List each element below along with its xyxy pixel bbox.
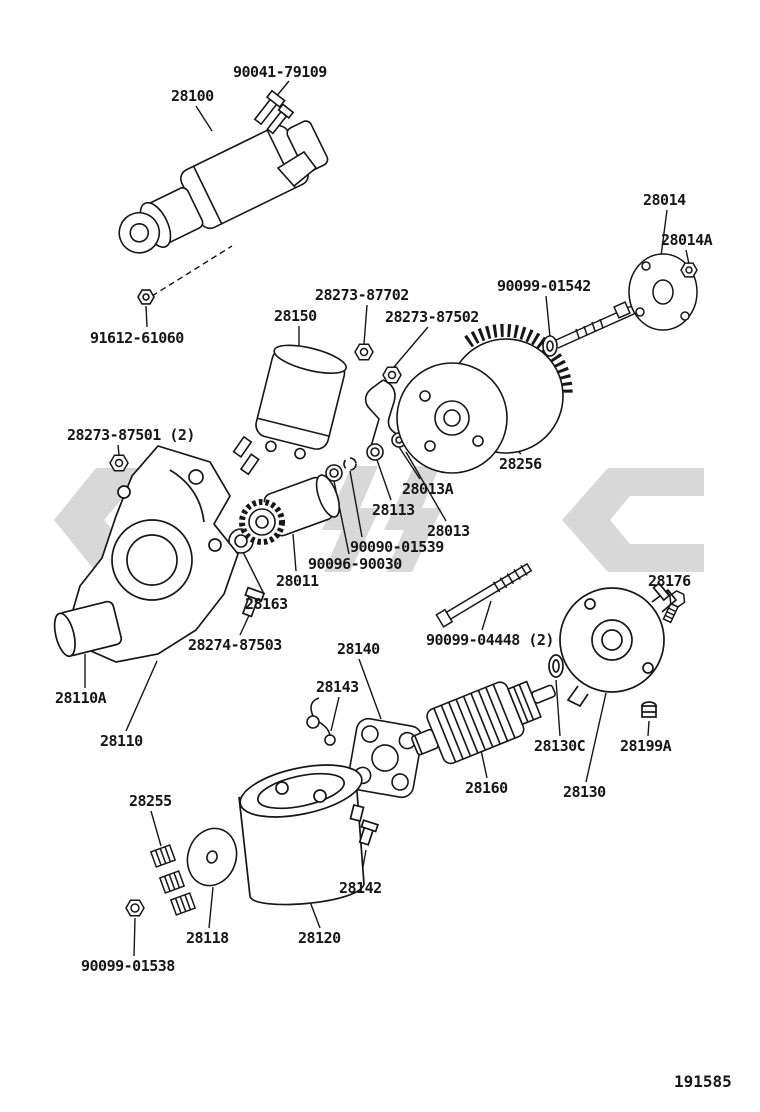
part-label-28013A: 28013A [402,480,454,498]
part-28143-brush-drawing [306,697,336,746]
part-91612-61060-bolt-drawing [137,289,155,305]
part-label-28113: 28113 [372,501,415,519]
part-28110A-nose-drawing [53,600,123,658]
part-label-90099-01538: 90099-01538 [81,957,175,975]
part-label-28150: 28150 [274,307,317,325]
part-28110-drive-housing-drawing [53,445,266,663]
part-28130C-sleeve-drawing [548,654,564,678]
part-label-28273-87702: 28273-87702 [315,286,409,304]
part-label-28100: 28100 [171,87,214,105]
part-label-28163: 28163 [245,595,288,613]
part-28130-end-frame-drawing [548,582,678,718]
part-label-28110: 28110 [100,732,143,750]
part-label-28142: 28142 [339,879,382,897]
part-label-28255: 28255 [129,792,172,810]
part-28014A-nut-drawing [680,262,698,278]
part-label-90099-01542: 90099-01542 [497,277,591,295]
part-90099-01538-nut-drawing [125,899,145,917]
part-label-28014: 28014 [643,191,686,209]
part-28274-87503-bolt-drawing [241,586,266,618]
part-label-28014A: 28014A [661,231,713,249]
part-28014-end-frame-drawing [555,253,698,349]
part-28011-clutch-drawing [239,474,341,545]
part-28100-starter-assembly-drawing [118,89,329,305]
part-28256-field-frame-drawing [396,323,573,474]
part-label-28274-87503: 28274-87503 [188,636,282,654]
part-label-28118: 28118 [186,929,229,947]
part-label-91612-61060: 91612-61060 [90,329,184,347]
part-label-28110A: 28110A [55,689,107,707]
part-label-28140: 28140 [337,640,380,658]
part-label-90096-90030: 90096-90030 [308,555,402,573]
part-28255-rollers-drawing [149,844,197,916]
part-label-90099-04448: 90099-04448 (2) [426,631,554,649]
part-label-28130: 28130 [563,783,606,801]
part-90099-01542-washer-drawing [542,335,558,357]
part-label-90041-79109: 90041-79109 [233,63,327,81]
part-90041-79109-bolts-drawing [253,89,295,135]
part-label-28273-87501: 28273-87501 (2) [67,426,195,444]
part-label-28130C: 28130C [534,737,586,755]
part-label-28011: 28011 [276,572,319,590]
part-label-28013: 28013 [427,522,470,540]
part-label-28273-87502: 28273-87502 [385,308,479,326]
part-label-28256: 28256 [499,455,542,473]
part-28142-screw-drawing [358,819,379,846]
part-28120-field-yoke-drawing [238,764,379,906]
part-90099-04448-bolt-drawing [435,562,533,628]
document-number: 191585 [674,1072,732,1091]
part-28199A-cap-drawing [641,701,657,718]
part-28273-nuts-drawing [109,343,402,472]
part-label-28160: 28160 [465,779,508,797]
part-label-28176: 28176 [648,572,691,590]
part-28118-disc-drawing [186,827,238,887]
part-28150-magnetic-switch-drawing [232,344,347,476]
part-28160-armature-drawing [411,680,556,765]
part-label-28120: 28120 [298,929,341,947]
part-label-28199A: 28199A [620,737,672,755]
part-label-90090-01539: 90090-01539 [350,538,444,556]
part-28140-brush-holder-drawing [306,697,423,799]
part-label-28143: 28143 [316,678,359,696]
